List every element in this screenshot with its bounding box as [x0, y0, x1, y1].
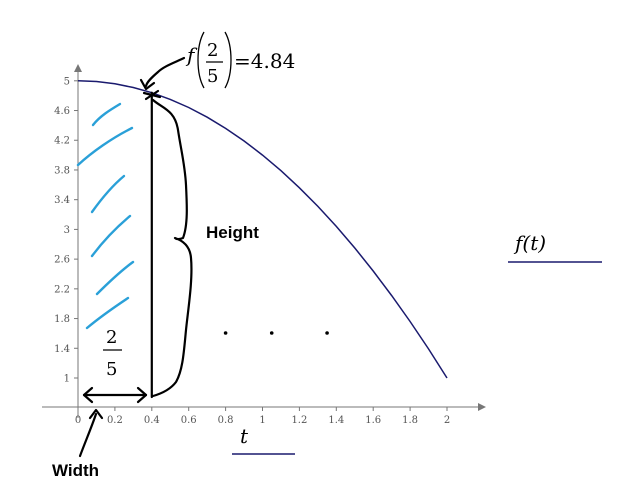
y-tick-label: 1.4 — [54, 344, 70, 355]
func-symbol: f — [185, 43, 198, 67]
x-axis-label: t — [240, 424, 249, 448]
blue-hatch-scribbles — [76, 102, 135, 330]
pointer-arrow — [144, 56, 186, 88]
hatch-stroke — [91, 102, 122, 127]
x-tick-label: 0.8 — [218, 415, 234, 426]
func-fraction-num: 2 — [207, 40, 218, 61]
hatch-stroke — [85, 296, 130, 330]
height-top-mark — [142, 89, 162, 101]
x-axis-arrowhead — [478, 403, 486, 411]
width-fraction: 2 5 — [103, 327, 122, 380]
tick-group: 0 0.2 0.4 0.6 0.8 1 1.2 1.4 1.6 1.8 2 1 1.4 1.8 2.2 2.6… — [54, 76, 450, 426]
width-pointer-head — [88, 408, 104, 420]
ellipsis-dot — [223, 331, 228, 335]
hatch-stroke — [76, 126, 134, 167]
y-tick-label: 4.6 — [54, 106, 70, 117]
y-axis-arrowhead — [74, 64, 82, 72]
width-arrow-right-head — [136, 386, 148, 404]
x-tick-label: 1.4 — [328, 415, 344, 426]
legend-label: f(t) — [513, 231, 546, 255]
width-fraction-den: 5 — [106, 359, 117, 380]
width-fraction-num: 2 — [106, 327, 117, 348]
x-tick-label: 1 — [259, 415, 265, 426]
y-tick-label: 1 — [64, 374, 70, 385]
ellipsis-dot — [269, 331, 274, 335]
func-fraction-den: 5 — [207, 66, 218, 87]
x-tick-label: 0 — [75, 415, 81, 426]
x-tick-label: 1.6 — [365, 415, 381, 426]
hand-annotations — [78, 56, 193, 458]
x-tick-label: 0.6 — [181, 415, 197, 426]
hatch-stroke — [95, 260, 135, 296]
hatch-stroke — [90, 214, 132, 258]
x-tick-label: 0.4 — [144, 415, 160, 426]
right-paren — [224, 31, 232, 89]
x-tick-label: 0.2 — [107, 415, 123, 426]
left-paren — [197, 31, 205, 89]
height-brace — [151, 98, 193, 398]
y-tick-label: 3.4 — [54, 195, 70, 206]
x-tick-label: 2 — [444, 415, 450, 426]
hatch-stroke — [90, 174, 126, 214]
pointer-arrowhead — [139, 78, 156, 91]
func-value-annotation: f 2 5 =4.84 — [185, 31, 295, 89]
y-tick-label: 5 — [64, 76, 70, 87]
x-tick-label: 1.8 — [402, 415, 418, 426]
y-tick-label: 2.6 — [54, 255, 70, 266]
width-pointer — [78, 412, 98, 458]
x-tick-label: 1.2 — [291, 415, 307, 426]
height-label: Height — [206, 223, 259, 242]
func-equals-value: =4.84 — [234, 49, 295, 73]
y-tick-label: 3.8 — [54, 165, 70, 176]
y-tick-label: 3 — [64, 225, 70, 236]
y-tick-label: 1.8 — [54, 314, 70, 325]
ellipsis-dot — [325, 331, 329, 335]
ellipsis-dots — [223, 331, 329, 335]
y-tick-label: 4.2 — [54, 136, 70, 147]
width-arrow-left-head — [82, 386, 94, 404]
y-tick-label: 2.2 — [54, 284, 70, 295]
curve-f — [77, 80, 448, 379]
width-label: Width — [52, 461, 99, 480]
